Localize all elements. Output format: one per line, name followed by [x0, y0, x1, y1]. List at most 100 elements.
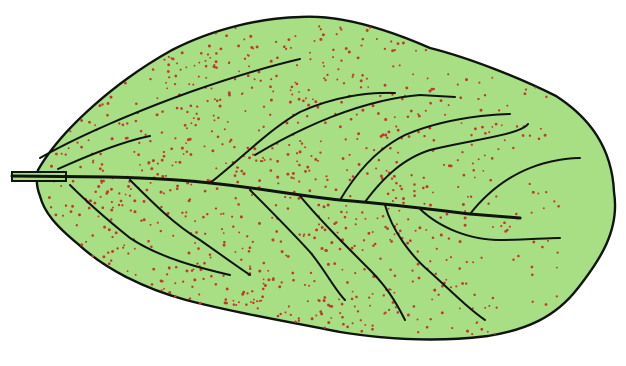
speckle-dot: [330, 317, 332, 319]
speckle-dot: [467, 196, 469, 198]
speckle-dot: [429, 260, 431, 262]
speckle-dot: [78, 213, 81, 216]
speckle-dot: [466, 261, 468, 263]
speckle-dot: [137, 153, 140, 156]
speckle-dot: [225, 34, 228, 37]
speckle-dot: [91, 255, 94, 258]
speckle-dot: [163, 155, 166, 158]
speckle-dot: [48, 196, 51, 199]
speckle-dot: [531, 274, 534, 277]
speckle-dot: [94, 191, 97, 194]
speckle-dot: [272, 90, 274, 92]
speckle-dot: [183, 153, 185, 155]
speckle-dot: [353, 245, 355, 247]
speckle-dot: [371, 328, 374, 331]
speckle-dot: [180, 107, 183, 110]
speckle-dot: [176, 107, 179, 110]
speckle-dot: [418, 226, 421, 229]
speckle-dot: [429, 90, 432, 93]
speckle-dot: [205, 77, 207, 79]
speckle-dot: [357, 132, 360, 135]
speckle-dot: [204, 190, 207, 193]
speckle-dot: [423, 177, 425, 179]
speckle-dot: [384, 312, 386, 314]
speckle-dot: [50, 165, 53, 168]
speckle-dot: [214, 98, 216, 100]
speckle-dot: [342, 269, 344, 271]
speckle-dot: [160, 191, 163, 194]
speckle-dot: [484, 132, 487, 135]
speckle-dot: [504, 139, 506, 141]
speckle-dot: [492, 297, 495, 300]
speckle-dot: [71, 205, 74, 208]
speckle-dot: [366, 78, 368, 80]
speckle-dot: [263, 279, 265, 281]
speckle-dot: [107, 251, 109, 253]
speckle-dot: [413, 194, 416, 197]
speckle-dot: [397, 311, 400, 314]
speckle-dot: [402, 197, 405, 200]
speckle-dot: [298, 91, 300, 93]
speckle-dot: [244, 110, 246, 112]
speckle-dot: [174, 295, 177, 298]
speckle-dot: [235, 304, 237, 306]
speckle-dot: [279, 313, 281, 315]
speckle-dot: [92, 160, 94, 162]
speckle-dot: [216, 100, 219, 103]
speckle-dot: [259, 300, 261, 302]
speckle-dot: [529, 135, 531, 137]
speckle-dot: [448, 164, 451, 167]
speckle-dot: [151, 283, 154, 286]
speckle-dot: [418, 277, 421, 280]
speckle-dot: [302, 99, 305, 102]
speckle-dot: [194, 65, 196, 67]
speckle-dot: [288, 305, 290, 307]
speckle-dot: [190, 105, 193, 108]
speckle-dot: [321, 226, 324, 229]
speckle-dot: [310, 272, 312, 274]
speckle-dot: [314, 40, 316, 42]
speckle-dot: [211, 130, 213, 132]
speckle-dot: [315, 314, 317, 316]
speckle-dot: [387, 130, 390, 133]
speckle-dot: [298, 320, 300, 322]
speckle-dot: [181, 212, 183, 214]
speckle-dot: [215, 167, 217, 169]
speckle-dot: [174, 83, 176, 85]
speckle-dot: [372, 104, 375, 107]
speckle-dot: [135, 102, 138, 105]
speckle-dot: [336, 33, 338, 35]
speckle-dot: [388, 309, 390, 311]
speckle-dot: [220, 213, 222, 215]
speckle-dot: [379, 257, 381, 259]
speckle-dot: [181, 147, 184, 150]
speckle-dot: [427, 77, 429, 79]
speckle-dot: [248, 65, 250, 67]
speckle-dot: [491, 77, 493, 79]
speckle-dot: [342, 323, 345, 326]
speckle-dot: [355, 223, 357, 225]
speckle-dot: [196, 113, 198, 115]
speckle-dot: [101, 103, 103, 105]
speckle-dot: [62, 215, 64, 217]
speckle-dot: [190, 184, 192, 186]
speckle-dot: [543, 207, 545, 209]
speckle-dot: [471, 333, 473, 335]
speckle-dot: [389, 147, 392, 150]
speckle-dot: [372, 293, 374, 295]
speckle-dot: [484, 307, 486, 309]
speckle-dot: [326, 179, 328, 181]
speckle-dot: [156, 113, 159, 116]
speckle-dot: [308, 189, 311, 192]
speckle-dot: [365, 147, 367, 149]
speckle-dot: [79, 166, 82, 169]
speckle-dot: [80, 243, 83, 246]
speckle-dot: [332, 56, 334, 58]
speckle-dot: [395, 161, 398, 164]
speckle-dot: [251, 87, 253, 89]
speckle-dot: [474, 127, 477, 130]
speckle-dot: [247, 54, 249, 56]
speckle-dot: [161, 110, 164, 113]
speckle-dot: [418, 115, 421, 118]
speckle-dot: [369, 26, 371, 28]
